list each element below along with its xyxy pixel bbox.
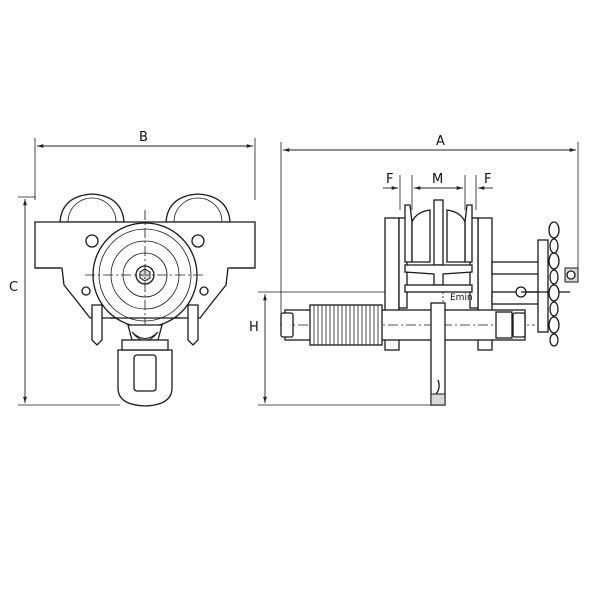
label-b: B (139, 130, 148, 145)
dimension-c: C (9, 196, 120, 406)
axle-shaft (280, 304, 535, 346)
thread (309, 304, 383, 346)
dimension-f-m-f: F M F (383, 172, 493, 210)
side-view: A F M F H (249, 134, 579, 406)
dimension-b: B (34, 130, 256, 200)
hand-wheel (85, 210, 205, 345)
lower-brackets (91, 304, 199, 346)
label-f-right: F (484, 172, 491, 187)
label-h: H (249, 320, 259, 335)
front-view: B C (9, 130, 256, 407)
load-plate (430, 302, 446, 406)
label-m: M (432, 172, 443, 187)
label-emin: Emin (450, 293, 473, 303)
emin-marker: Emin (442, 292, 473, 305)
label-a: A (436, 134, 445, 149)
hand-chain (491, 221, 579, 347)
load-hook (117, 324, 173, 407)
i-beam (404, 199, 473, 293)
label-f-left: F (386, 172, 393, 187)
label-c: C (9, 280, 18, 295)
dimension-a: A (280, 134, 579, 330)
